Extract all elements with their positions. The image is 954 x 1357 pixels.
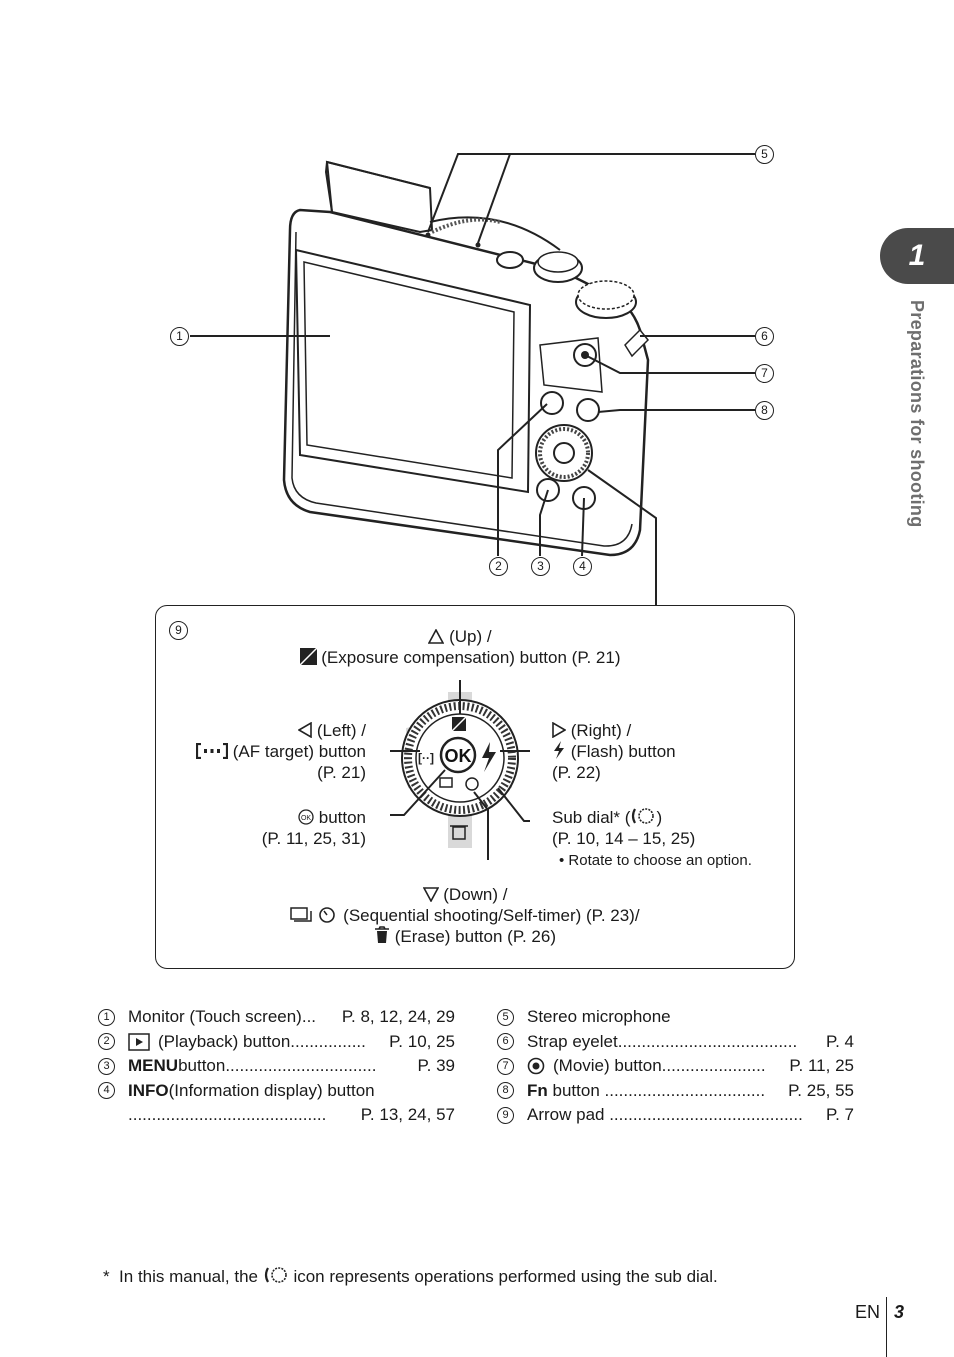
right-triangle-icon (552, 722, 566, 738)
af-target-icon (196, 743, 229, 759)
left-label: (Left) / (AF target) button (P. 21) (160, 720, 366, 783)
footer-divider (886, 1297, 887, 1357)
right-label: (Right) / (Flash) button (P. 22) (552, 721, 676, 782)
ok-icon: OK (298, 809, 314, 825)
ok-label: OK (445, 746, 472, 766)
svg-text:[··]: [··] (418, 751, 434, 765)
down-triangle-icon (422, 887, 439, 902)
svg-text:OK: OK (301, 815, 311, 822)
sub-dial-icon (264, 1267, 287, 1283)
callout-1: 1 (170, 327, 189, 346)
playback-icon (128, 1033, 150, 1051)
camera-illustration (190, 153, 755, 606)
chapter-title: Preparations for shooting (907, 300, 927, 528)
up-label: (Up) / (Exposure compensation) button (P… (240, 626, 680, 668)
legend-item: 4 INFO (Information display) button (98, 1079, 455, 1104)
legend-item: 9 Arrow pad ............................… (497, 1103, 854, 1128)
legend-item: 1 Monitor (Touch screen)...P. 8, 12, 24,… (98, 1005, 455, 1030)
callout-5: 5 (755, 145, 774, 164)
chapter-number: 1 (908, 239, 926, 272)
sub-dial-icon (632, 808, 655, 824)
callout-9: 9 (169, 621, 188, 640)
callout-4: 4 (573, 557, 592, 576)
legend-right: 5 Stereo microphone 6 Strap eyelet......… (497, 1005, 854, 1128)
footnote: * In this manual, the icon represents op… (103, 1267, 718, 1286)
callout-7: 7 (755, 364, 774, 383)
callout-2: 2 (489, 557, 508, 576)
footer-language: EN (855, 1302, 881, 1322)
legend-item-continuation: ........................................… (128, 1105, 455, 1124)
callout-6: 6 (755, 327, 774, 346)
legend-item: 8 Fn button ............................… (497, 1079, 854, 1104)
movie-icon (527, 1057, 545, 1075)
callout-3: 3 (531, 557, 550, 576)
legend-item: 5 Stereo microphone (497, 1005, 854, 1030)
arrow-pad-illustration: OK [··] (390, 680, 530, 860)
legend-item: 3 MENU button...........................… (98, 1054, 455, 1079)
legend-item: 6 Strap eyelet..........................… (497, 1030, 854, 1055)
arrow-pad-panel (155, 605, 795, 969)
chapter-tab: 1 (880, 228, 954, 284)
sub-dial-label: Sub dial* () (P. 10, 14 – 15, 25) • Rota… (552, 808, 752, 869)
legend-item: 2 (Playback) button................P. 10… (98, 1030, 455, 1055)
legend-left: 1 Monitor (Touch screen)...P. 8, 12, 24,… (98, 1005, 455, 1128)
up-triangle-icon (428, 629, 445, 644)
trash-icon (374, 926, 389, 943)
left-triangle-icon (298, 722, 312, 738)
down-label: (Down) / (Sequential shooting/Self-timer… (200, 884, 730, 947)
legend-item: 7 (Movie) button......................P.… (497, 1054, 854, 1079)
callout-8: 8 (755, 401, 774, 420)
flash-icon (554, 741, 564, 759)
exposure-compensation-icon (299, 648, 317, 665)
ok-button-label: OK button (P. 11, 25, 31) (261, 808, 366, 848)
page-number: 3 (894, 1302, 905, 1322)
sequential-self-timer-icon (290, 907, 336, 923)
